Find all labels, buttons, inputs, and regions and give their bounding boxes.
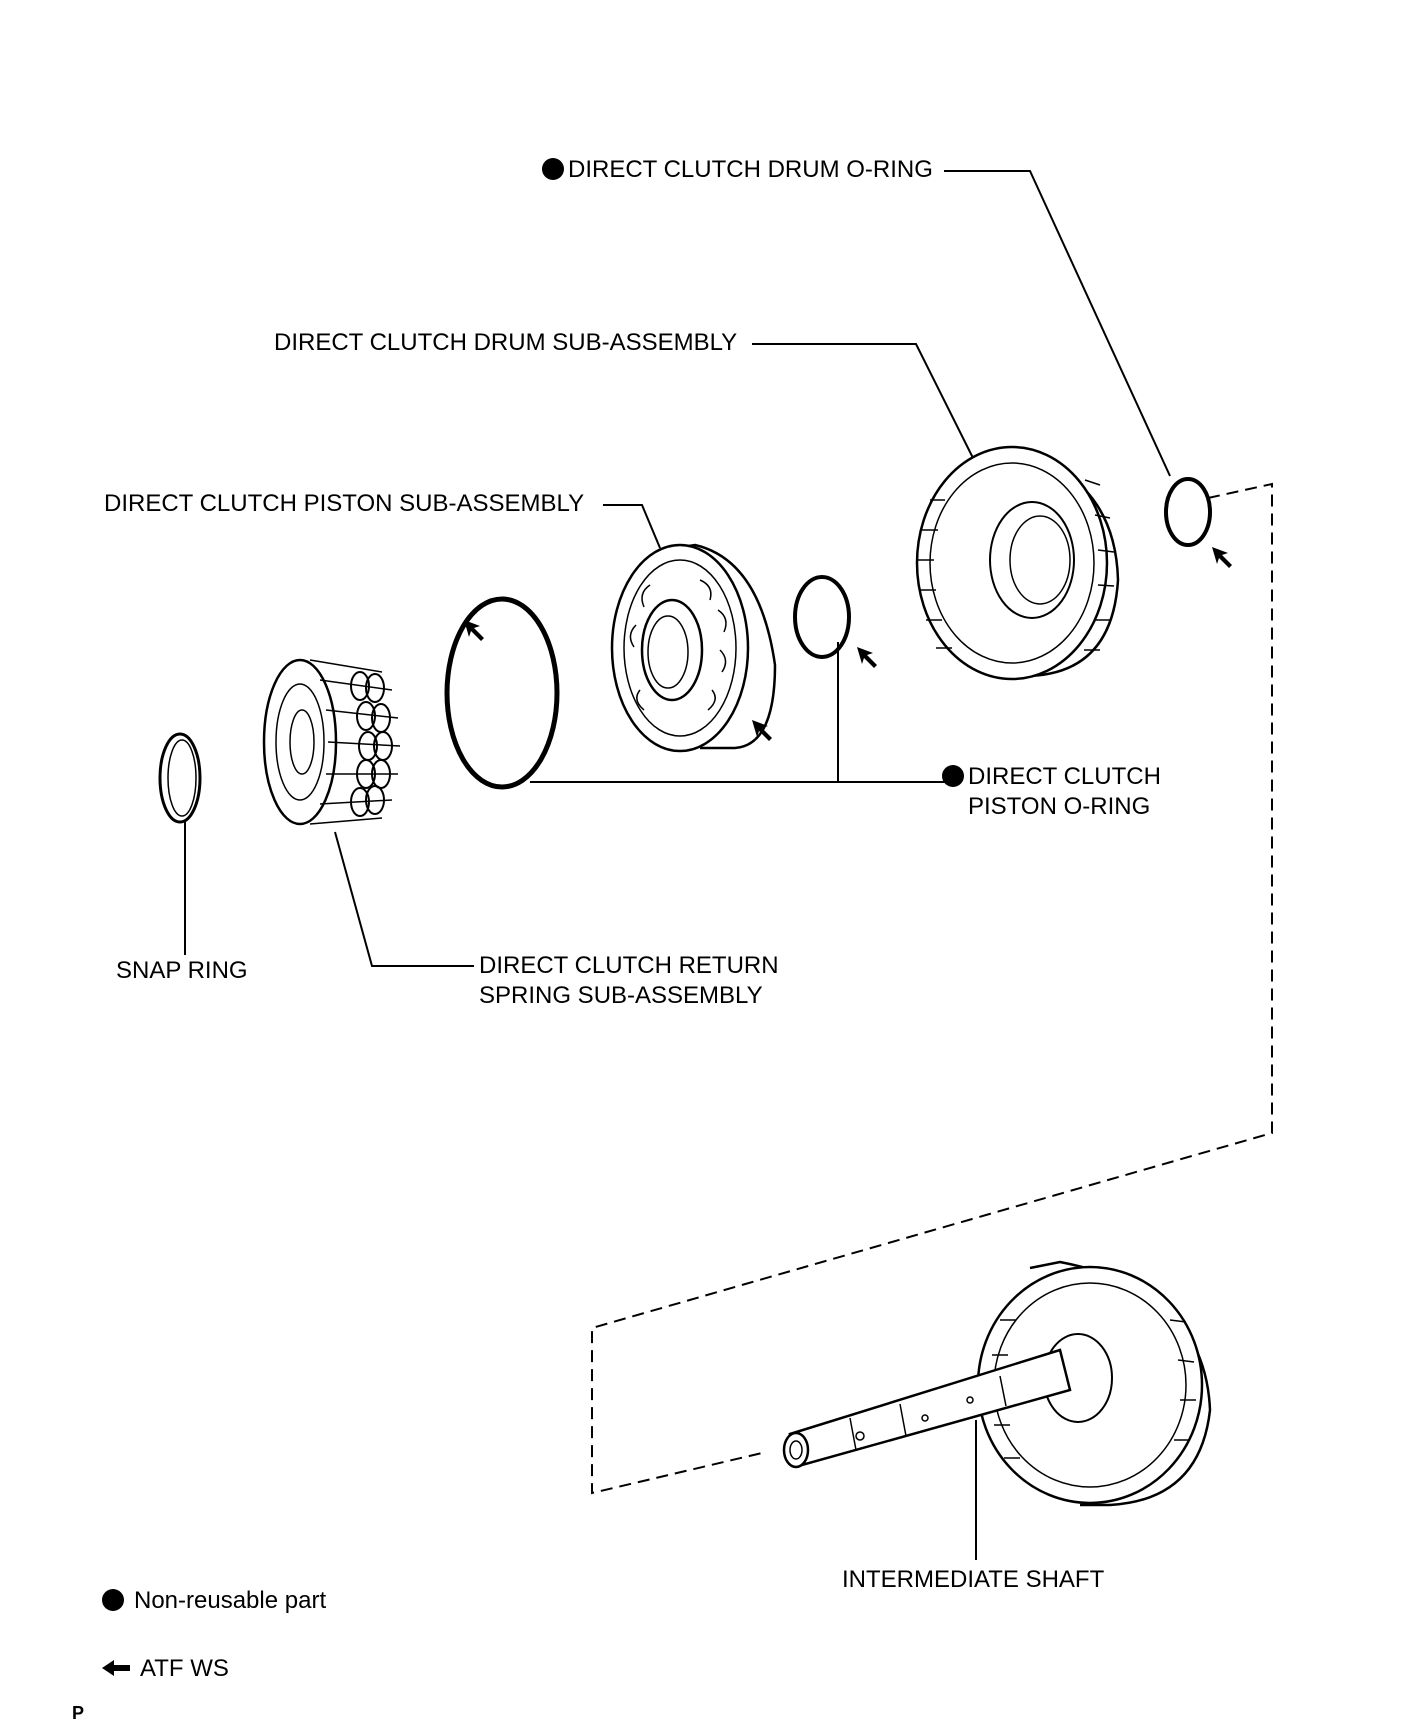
label-intermediate-shaft: INTERMEDIATE SHAFT (842, 1566, 1105, 1593)
leader-lines (184, 170, 1171, 1560)
piston-oring-large (444, 596, 560, 790)
non-reusable-dot-icon (542, 158, 564, 180)
page-flag: P (72, 1703, 85, 1723)
label-drum-sub: DIRECT CLUTCH DRUM SUB-ASSEMBLY (274, 329, 738, 356)
leader-drum-sub (752, 343, 976, 463)
atf-arrow-icon (102, 1660, 130, 1676)
piston-part (610, 543, 777, 753)
non-reusable-dot-icon (942, 765, 964, 787)
dashed-alignment-line (591, 482, 1273, 1495)
label-drum-oring: DIRECT CLUTCH DRUM O-RING (542, 155, 933, 185)
atf-arrow-icon (857, 647, 877, 668)
snap-ring-part (158, 732, 202, 824)
legend-atf: ATF WS (102, 1654, 229, 1684)
label-return-spring: DIRECT CLUTCH RETURN (479, 952, 779, 979)
non-reusable-dot-icon (102, 1589, 124, 1611)
leader-drum-oring (944, 170, 1171, 477)
label-piston-oring: DIRECT CLUTCH (942, 762, 1161, 792)
label-return-spring-line2: SPRING SUB-ASSEMBLY (479, 982, 763, 1009)
legend-non-reusable: Non-reusable part (102, 1586, 326, 1616)
label-snap-ring: SNAP RING (116, 957, 248, 984)
label-piston-oring-line2: PISTON O-RING (968, 793, 1151, 820)
leader-return-spring (334, 831, 474, 967)
piston-oring-small (793, 575, 851, 659)
label-piston-sub: DIRECT CLUTCH PISTON SUB-ASSEMBLY (104, 490, 585, 517)
atf-arrow-icon (1212, 547, 1232, 568)
drum-part (915, 445, 1120, 681)
return-spring-part (262, 658, 401, 826)
drum-oring (1164, 477, 1212, 547)
atf-arrow-icon (464, 620, 484, 641)
intermediate-shaft-part (782, 1260, 1212, 1507)
leader-piston-sub (603, 504, 661, 549)
